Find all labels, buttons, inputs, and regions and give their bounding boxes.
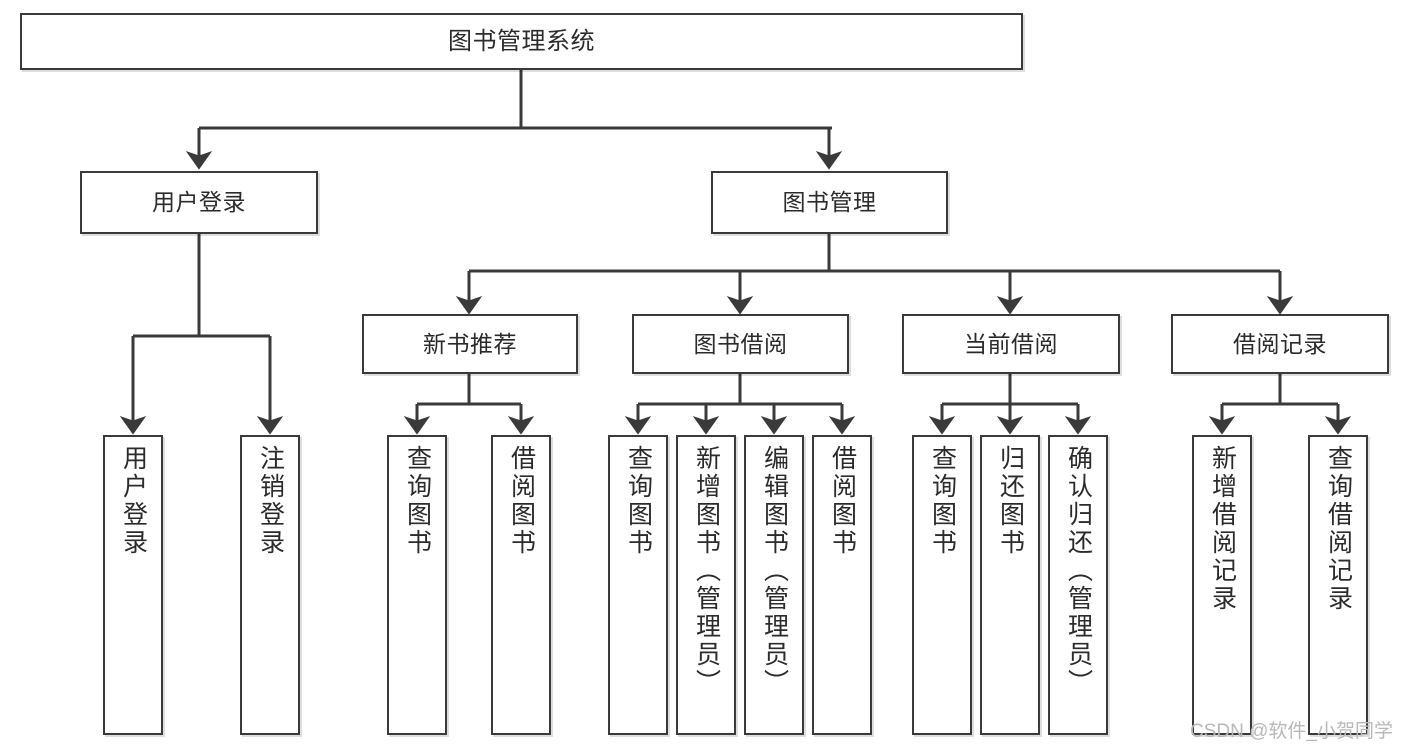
node-label: 图书管理系统 — [448, 27, 595, 55]
node-label: 图书借阅 — [693, 330, 788, 357]
leaf-current-borrow-return[interactable]: 归还图书 — [980, 435, 1040, 735]
leaf-borrow-record-query[interactable]: 查询借阅记录 — [1308, 435, 1368, 735]
leaf-book-borrow-add[interactable]: 新增图书（管理员） — [676, 435, 736, 735]
node-label: 新增图书（管理员） — [692, 445, 721, 697]
node-label: 用户登录 — [152, 189, 246, 215]
watermark-text: CSDN @软件_小贺同学 — [1190, 721, 1393, 742]
node-label: 借阅记录 — [1233, 330, 1327, 357]
leaf-user-login-login[interactable]: 用户登录 — [103, 435, 163, 735]
node-label: 查询图书 — [624, 445, 653, 557]
node-label: 确认归还（管理员） — [1064, 445, 1093, 697]
node-label: 新增借阅记录 — [1208, 445, 1237, 613]
node-label: 图书管理 — [782, 189, 877, 215]
node-new-book-recommend[interactable]: 新书推荐 — [362, 314, 578, 374]
leaf-current-borrow-confirm-return[interactable]: 确认归还（管理员） — [1048, 435, 1108, 735]
leaf-book-borrow-query[interactable]: 查询图书 — [608, 435, 668, 735]
node-book-management[interactable]: 图书管理 — [711, 171, 948, 234]
node-label: 借阅图书 — [507, 445, 536, 557]
leaf-book-borrow-borrow[interactable]: 借阅图书 — [812, 435, 872, 735]
node-borrow-record[interactable]: 借阅记录 — [1171, 314, 1389, 374]
node-book-borrow[interactable]: 图书借阅 — [632, 314, 849, 374]
leaf-book-borrow-edit[interactable]: 编辑图书（管理员） — [744, 435, 804, 735]
node-label: 查询借阅记录 — [1324, 445, 1353, 613]
node-user-login[interactable]: 用户登录 — [80, 171, 318, 234]
node-label: 借阅图书 — [828, 445, 857, 557]
node-label: 用户登录 — [119, 445, 148, 557]
leaf-user-login-logout[interactable]: 注销登录 — [240, 435, 300, 735]
node-label: 查询图书 — [928, 445, 957, 557]
node-label: 当前借阅 — [964, 330, 1058, 357]
leaf-new-book-query[interactable]: 查询图书 — [387, 435, 447, 735]
leaf-new-book-borrow[interactable]: 借阅图书 — [491, 435, 551, 735]
node-label: 归还图书 — [996, 445, 1025, 557]
node-label: 编辑图书（管理员） — [760, 445, 789, 697]
node-root-system[interactable]: 图书管理系统 — [20, 13, 1023, 70]
node-label: 注销登录 — [256, 445, 285, 557]
leaf-current-borrow-query[interactable]: 查询图书 — [912, 435, 972, 735]
node-current-borrow[interactable]: 当前借阅 — [902, 314, 1120, 374]
node-label: 查询图书 — [403, 445, 432, 557]
leaf-borrow-record-add[interactable]: 新增借阅记录 — [1192, 435, 1252, 735]
node-label: 新书推荐 — [423, 330, 517, 357]
